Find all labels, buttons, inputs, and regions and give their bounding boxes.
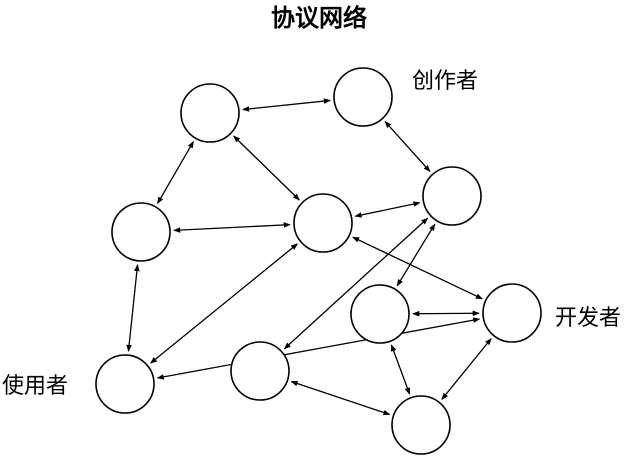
edge-n4-n5 (354, 201, 421, 218)
node-n6 (350, 284, 410, 344)
edge-n6-n10 (412, 310, 480, 317)
node-n5 (422, 166, 482, 226)
edge-n1-n3 (156, 140, 195, 205)
edge-n7-n8 (290, 380, 391, 416)
edge-n3-n9 (126, 264, 140, 352)
diagram-title: 协议网络 (271, 4, 367, 32)
node-n9 (95, 354, 155, 414)
developer-label: 开发者 (555, 306, 621, 331)
edge-n2-n5 (384, 121, 431, 172)
edge-n10-n8 (441, 338, 492, 400)
node-n3 (111, 202, 171, 262)
node-n4 (293, 193, 353, 253)
user-label: 使用者 (2, 374, 68, 399)
edge-n1-n2 (242, 98, 331, 112)
node-n2 (333, 67, 393, 127)
edges-layer (126, 98, 492, 416)
node-n8 (391, 395, 451, 455)
edge-n9-n10 (156, 317, 481, 380)
edge-n6-n8 (390, 344, 411, 395)
node-n7 (230, 341, 290, 401)
nodes-layer (95, 67, 542, 455)
edge-n5-n6 (396, 223, 436, 287)
edge-n4-n9 (150, 243, 298, 364)
node-n10 (482, 283, 542, 343)
node-n1 (180, 83, 240, 143)
edge-n1-n4 (233, 135, 300, 201)
edge-n3-n4 (173, 222, 291, 233)
creator-label: 创作者 (412, 69, 478, 94)
